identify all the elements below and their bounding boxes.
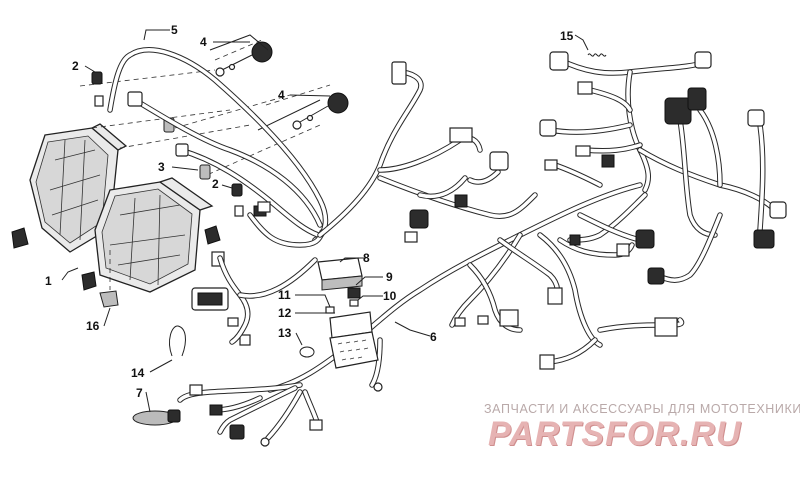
callout-6: 6	[430, 330, 437, 344]
callout-13: 13	[278, 326, 292, 340]
part-6-main-harness	[177, 69, 685, 441]
part-13-fuse-block	[329, 331, 379, 369]
part-13-clamp	[299, 346, 315, 358]
harness-connectors	[189, 61, 678, 447]
callout-labels: 1 2 2 3 4 4 5 6 7 8 9 10 11 12 13 14 15 …	[45, 23, 574, 400]
watermark-logo: PARTSFOR.RU	[488, 415, 742, 453]
callout-7: 7	[136, 386, 143, 400]
left-connector-cluster	[191, 255, 318, 345]
watermark-tagline: ЗАПЧАСТИ И АКСЕССУАРЫ ДЛЯ МОТОТЕХНИКИ	[484, 402, 800, 416]
part-11-fuse	[325, 306, 335, 314]
part-8-fuse-box	[317, 257, 363, 291]
callout-1: 1	[45, 274, 52, 288]
right-harness	[547, 57, 778, 283]
right-connectors	[539, 51, 787, 285]
part-4-adjuster-upper	[215, 41, 273, 77]
part-3-bulb-lower	[199, 164, 211, 180]
callout-15: 15	[560, 29, 574, 43]
headlight-right	[81, 177, 221, 293]
callout-16: 16	[86, 319, 100, 333]
callout-leaders	[61, 29, 589, 413]
callout-12: 12	[278, 306, 292, 320]
part-15-spring	[587, 53, 607, 57]
part-7-grommet	[132, 409, 181, 426]
part-4-adjuster-lower	[292, 92, 349, 130]
headlight-left	[11, 123, 128, 253]
callout-2: 2	[212, 177, 219, 191]
part-9-relay	[347, 287, 361, 299]
callout-4: 4	[200, 35, 207, 49]
part-14-loop-clamp	[169, 325, 186, 357]
callout-10: 10	[383, 289, 397, 303]
part-10-fuse	[349, 299, 359, 307]
callout-3: 3	[158, 160, 165, 174]
part-16-clip	[99, 290, 119, 308]
callout-11: 11	[278, 288, 291, 302]
part-4-bracket-lines	[209, 34, 321, 131]
part-2-socket-upper	[91, 71, 104, 107]
part-2-socket-lower	[231, 183, 244, 217]
callout-5: 5	[171, 23, 178, 37]
part-5-headlight-harness	[107, 47, 329, 248]
callout-14: 14	[131, 366, 145, 380]
callout-4: 4	[278, 88, 285, 102]
callout-8: 8	[363, 251, 370, 265]
callout-9: 9	[386, 270, 393, 284]
callout-2: 2	[72, 59, 79, 73]
